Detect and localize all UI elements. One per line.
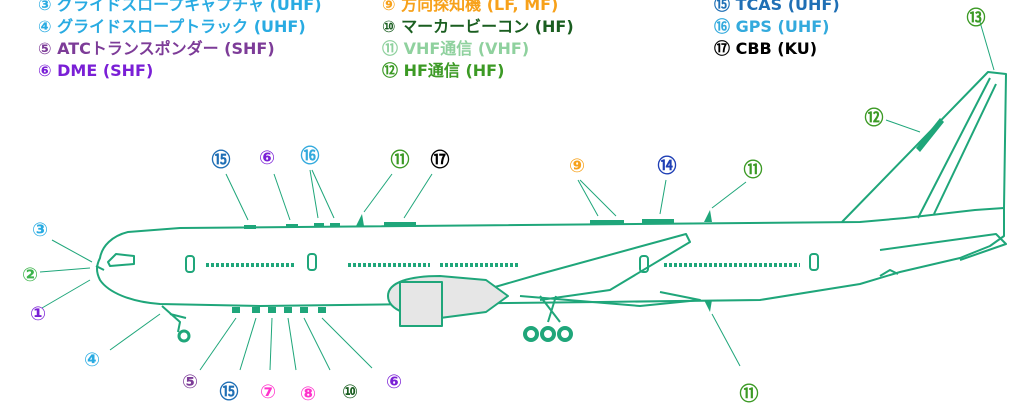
callout-5: ⑤	[182, 371, 198, 393]
legend-item-vhf-comm: ⑪ VHF通信 (VHF)	[382, 39, 530, 58]
legend-col1: ③ グライドスロープキャプチャ (UHF) ④ グライドスロープトラック (UH…	[38, 0, 322, 82]
antenna-gps-1	[314, 223, 324, 227]
callout-16: ⑯	[300, 144, 319, 167]
callout-11-top: ⑪	[390, 148, 409, 171]
callout-15-top: ⑮	[211, 148, 230, 171]
antennas	[232, 118, 944, 313]
legend-item-glideslope-capture: ③ グライドスロープキャプチャ (UHF)	[38, 0, 322, 14]
callout-8: ⑧	[300, 383, 316, 405]
callout-17: ⑰	[430, 148, 449, 171]
antenna-belly-5	[300, 307, 308, 313]
legend-item-atc-transponder: ⑤ ATCトランスポンダー (SHF)	[38, 39, 275, 58]
callout-6-bottom: ⑥	[386, 371, 402, 393]
antenna-belly-6	[318, 307, 326, 313]
cockpit-window	[107, 253, 135, 267]
callout-11-bottom: ⑪	[739, 382, 758, 405]
leader-lines	[39, 21, 995, 371]
callout-4: ④	[84, 349, 100, 371]
antenna-cbb	[384, 222, 416, 227]
antenna-belly-4	[284, 307, 292, 313]
antenna-belly-3	[268, 307, 276, 313]
antenna-belly-2	[252, 307, 260, 313]
callout-12: ⑫	[864, 106, 883, 129]
legend-item-dme: ⑥ DME (SHF)	[38, 61, 154, 80]
tail-rudder-line	[917, 77, 991, 219]
engine-intake	[399, 281, 443, 327]
vertical-stabilizer	[841, 71, 1007, 223]
antenna-hf	[916, 118, 944, 152]
antenna-vhf-rear	[704, 210, 712, 222]
antenna-gps-2	[330, 223, 340, 227]
wing	[449, 233, 691, 301]
callout-6-top: ⑥	[259, 147, 275, 169]
legend-col3: ⑮ TCAS (UHF) ⑯ GPS (UHF) ⑰ CBB (KU)	[714, 0, 840, 60]
callout-1: ①	[30, 303, 46, 325]
antenna-vhf-top	[356, 214, 364, 226]
legend-item-glideslope-track: ④ グライドスロープトラック (UHF)	[38, 17, 306, 36]
tail-rudder-line-2	[933, 83, 997, 215]
fuselage-outline	[96, 207, 1005, 307]
antenna-belly-1	[232, 307, 240, 313]
antenna-tcas-top	[244, 225, 256, 229]
legend-item-tcas: ⑮ TCAS (UHF)	[714, 0, 840, 14]
callout-7: ⑦	[260, 381, 276, 403]
nose-landing-gear	[161, 305, 187, 333]
horizontal-stabilizer	[879, 233, 1007, 261]
main-landing-gear	[539, 295, 561, 323]
legend-item-gps: ⑯ GPS (UHF)	[714, 17, 830, 36]
legend-item-marker-beacon: ⑩ マーカービーコン (HF)	[382, 17, 574, 36]
legend-col2: ⑨ 方向探知機 (LF, MF) ⑩ マーカービーコン (HF) ⑪ VHF通信…	[382, 0, 574, 82]
antenna-vhf-belly	[704, 300, 712, 312]
callout-11-right: ⑪	[743, 158, 762, 181]
callout-13: ⑬	[966, 6, 985, 29]
antenna-adf	[590, 220, 624, 225]
callout-10: ⑩	[342, 381, 358, 403]
callout-15-bottom: ⑮	[219, 380, 238, 403]
wing-rear	[519, 291, 701, 307]
callout-2: ②	[22, 264, 38, 286]
legend-item-hf-comm: ⑫ HF通信 (HF)	[382, 61, 505, 80]
legend-item-direction-finder: ⑨ 方向探知機 (LF, MF)	[382, 0, 559, 14]
callout-14: ⑭	[657, 154, 676, 177]
callout-3: ③	[32, 219, 48, 241]
antenna-dme-top	[286, 224, 298, 228]
window-row	[185, 253, 819, 273]
callout-9: ⑨	[569, 155, 585, 177]
legend-item-cbb: ⑰ CBB (KU)	[714, 39, 818, 58]
antenna-satcom	[642, 219, 674, 224]
